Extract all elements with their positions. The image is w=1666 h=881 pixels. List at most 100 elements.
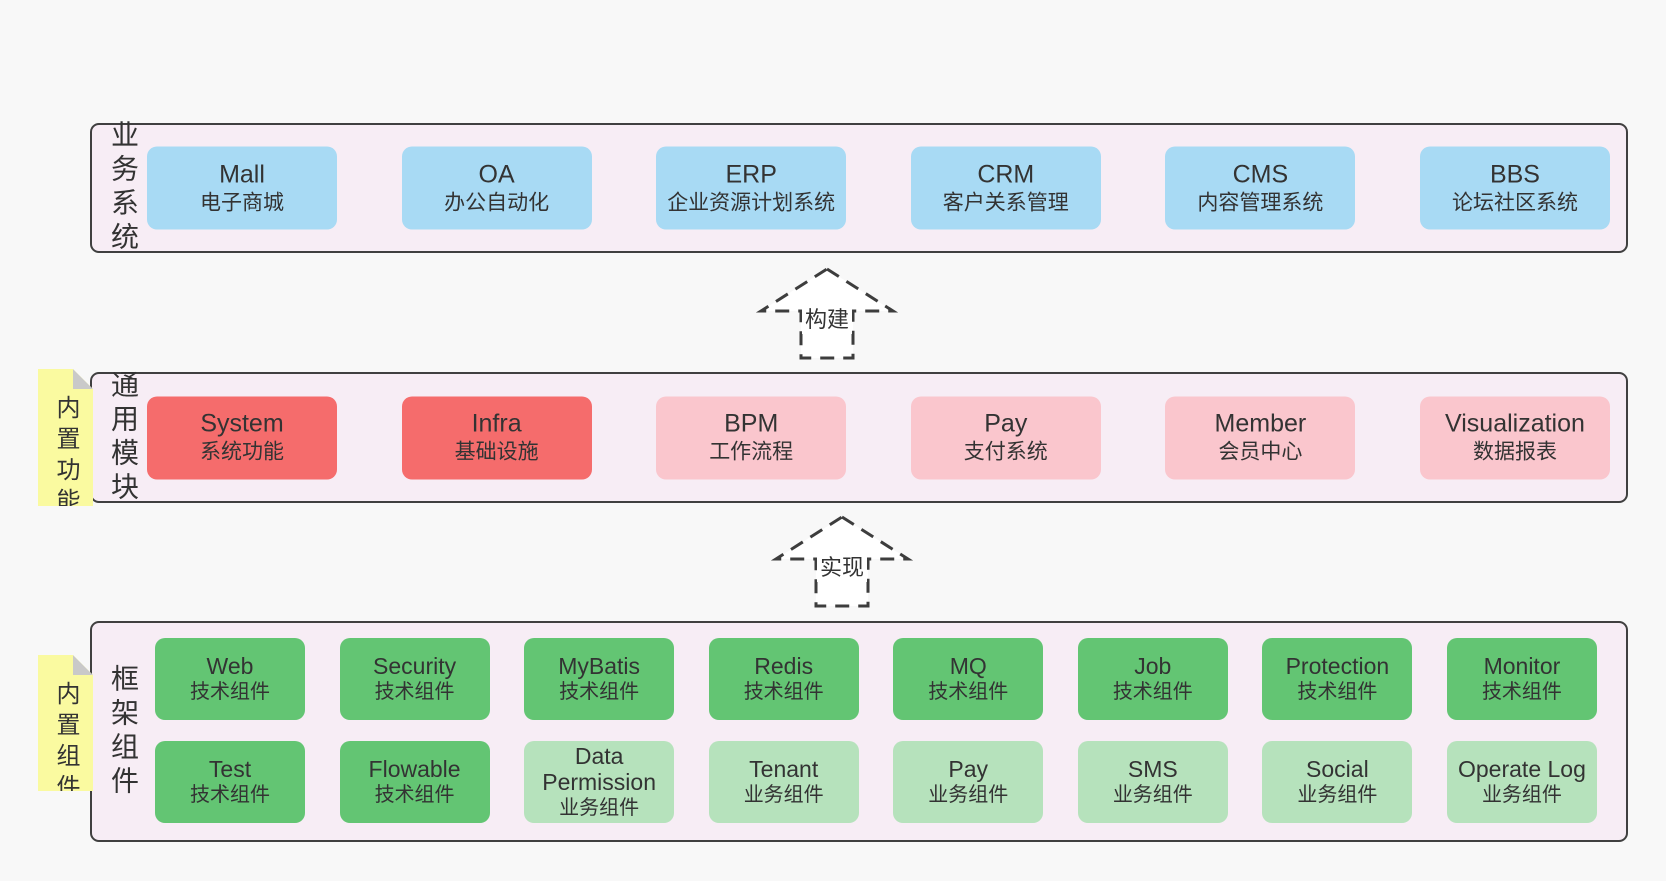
module-name-label: Infra (471, 409, 522, 438)
box-flowable: Flowable 技术组件 (339, 741, 490, 823)
module-name-label: Web (206, 652, 254, 679)
build-arrow-label: 构建 (801, 302, 853, 334)
module-name-label: BPM (724, 409, 779, 438)
box-redis: Redis 技术组件 (708, 638, 859, 720)
box-pay-system: Pay 支付系统 (910, 396, 1101, 479)
module-desc-label: 技术组件 (743, 681, 824, 704)
box-protection: Protection 技术组件 (1262, 638, 1413, 720)
module-desc-label: 技术组件 (1297, 681, 1378, 704)
tag-label: 内置组件 (52, 681, 79, 805)
box-security: Security 技术组件 (339, 638, 490, 720)
module-desc-label: 会员中心 (1218, 440, 1303, 464)
module-name-label: Security (373, 652, 457, 679)
module-name-label: Mall (219, 160, 265, 189)
module-name-label: Flowable (368, 755, 461, 782)
module-name-label: Monitor (1483, 652, 1561, 679)
module-desc-label: 技术组件 (1112, 681, 1193, 704)
box-visualization: Visualization 数据报表 (1419, 396, 1610, 479)
module-name-label: ERP (725, 160, 777, 189)
module-desc-label: 业务组件 (1112, 784, 1193, 807)
module-desc-label: 数据报表 (1472, 440, 1557, 464)
band-framework-components: 框架组件 Web 技术组件 Security 技术组件 MyBatis 技术组件… (90, 621, 1628, 842)
sticky-tag-built-in-components: 内置组件 (38, 655, 93, 791)
band-framework-side-label: 框架组件 (108, 663, 139, 800)
box-oa: OA 办公自动化 (401, 146, 592, 230)
module-name-label: CRM (977, 160, 1035, 189)
module-desc-label: 工作流程 (709, 440, 794, 464)
module-name-label: Visualization (1445, 409, 1585, 438)
module-name-label: Pay (948, 755, 989, 782)
box-cms: CMS 内容管理系统 (1165, 146, 1356, 230)
module-name-label: Test (208, 755, 252, 782)
box-tenant: Tenant 业务组件 (708, 741, 859, 823)
box-job: Job 技术组件 (1077, 638, 1228, 720)
box-system: System 系统功能 (147, 396, 337, 479)
module-name-label: MQ (949, 652, 987, 679)
module-desc-label: 客户关系管理 (942, 191, 1069, 215)
tag-label: 内置功能 (52, 395, 79, 519)
band-business-side-label: 业务系统 (108, 120, 139, 256)
module-desc-label: 技术组件 (559, 681, 640, 704)
box-operate-log: Operate Log 业务组件 (1446, 741, 1597, 823)
box-data-permission: Data Permission 业务组件 (524, 741, 675, 823)
module-name-label: Operate Log (1458, 755, 1586, 782)
module-desc-label: 技术组件 (374, 681, 455, 704)
box-sms: SMS 业务组件 (1077, 741, 1228, 823)
box-web: Web 技术组件 (155, 638, 305, 720)
module-name-label: Social (1306, 755, 1369, 782)
implement-arrow: 实现 (767, 514, 917, 609)
module-desc-label: 支付系统 (963, 440, 1048, 464)
module-name-label: Data Permission (542, 742, 656, 795)
band-common-modules: 通用模块 System 系统功能 Infra 基础设施 BPM 工作流程 Pay… (90, 369, 1628, 506)
module-desc-label: 系统功能 (200, 440, 284, 464)
module-desc-label: 业务组件 (1297, 784, 1378, 807)
band-modules-side-label: 通用模块 (108, 369, 139, 506)
framework-row-business: Test 技术组件 Flowable 技术组件 Data Permission … (155, 741, 1597, 823)
module-name-label: Protection (1285, 652, 1390, 679)
module-name-label: System (200, 409, 284, 438)
box-social: Social 业务组件 (1262, 741, 1413, 823)
module-name-label: Redis (754, 652, 814, 679)
box-mall: Mall 电子商城 (147, 146, 337, 230)
box-erp: ERP 企业资源计划系统 (656, 146, 847, 230)
module-name-label: Pay (984, 409, 1028, 438)
band-business-systems: 业务系统 Mall 电子商城 OA 办公自动化 ERP 企业资源计划系统 CRM… (90, 120, 1628, 256)
box-test: Test 技术组件 (155, 741, 305, 823)
framework-box-grid: Web 技术组件 Security 技术组件 MyBatis 技术组件 Redi… (155, 638, 1597, 823)
module-desc-label: 技术组件 (190, 681, 270, 704)
module-desc-label: 论坛社区系统 (1451, 191, 1578, 215)
module-desc-label: 办公自动化 (444, 191, 550, 215)
box-pay-component: Pay 业务组件 (893, 741, 1044, 823)
sticky-tag-built-in-features: 内置功能 (38, 369, 93, 506)
framework-row-tech: Web 技术组件 Security 技术组件 MyBatis 技术组件 Redi… (155, 638, 1597, 720)
implement-arrow-label: 实现 (816, 550, 868, 582)
module-name-label: SMS (1127, 755, 1178, 782)
module-desc-label: 业务组件 (743, 784, 824, 807)
box-mybatis: MyBatis 技术组件 (524, 638, 675, 720)
module-desc-label: 电子商城 (200, 191, 284, 215)
module-name-label: BBS (1489, 160, 1540, 189)
module-name-label: MyBatis (558, 652, 641, 679)
module-desc-label: 业务组件 (1481, 784, 1562, 807)
module-name-label: Member (1214, 409, 1307, 438)
box-mq: MQ 技术组件 (893, 638, 1044, 720)
module-name-label: Job (1134, 652, 1172, 679)
business-box-row: Mall 电子商城 OA 办公自动化 ERP 企业资源计划系统 CRM 客户关系… (147, 146, 1610, 230)
modules-box-row: System 系统功能 Infra 基础设施 BPM 工作流程 Pay 支付系统… (147, 396, 1610, 479)
box-infra: Infra 基础设施 (401, 396, 592, 479)
box-bbs: BBS 论坛社区系统 (1419, 146, 1610, 230)
module-desc-label: 技术组件 (374, 784, 455, 807)
module-name-label: CMS (1232, 160, 1289, 189)
module-desc-label: 技术组件 (928, 681, 1009, 704)
box-crm: CRM 客户关系管理 (910, 146, 1101, 230)
module-desc-label: 业务组件 (559, 797, 640, 820)
module-desc-label: 内容管理系统 (1197, 191, 1324, 215)
module-desc-label: 技术组件 (190, 784, 270, 807)
module-desc-label: 企业资源计划系统 (667, 191, 836, 215)
module-name-label: OA (478, 160, 515, 189)
box-monitor: Monitor 技术组件 (1446, 638, 1597, 720)
module-desc-label: 业务组件 (928, 784, 1009, 807)
module-desc-label: 技术组件 (1481, 681, 1562, 704)
module-name-label: Tenant (749, 755, 819, 782)
